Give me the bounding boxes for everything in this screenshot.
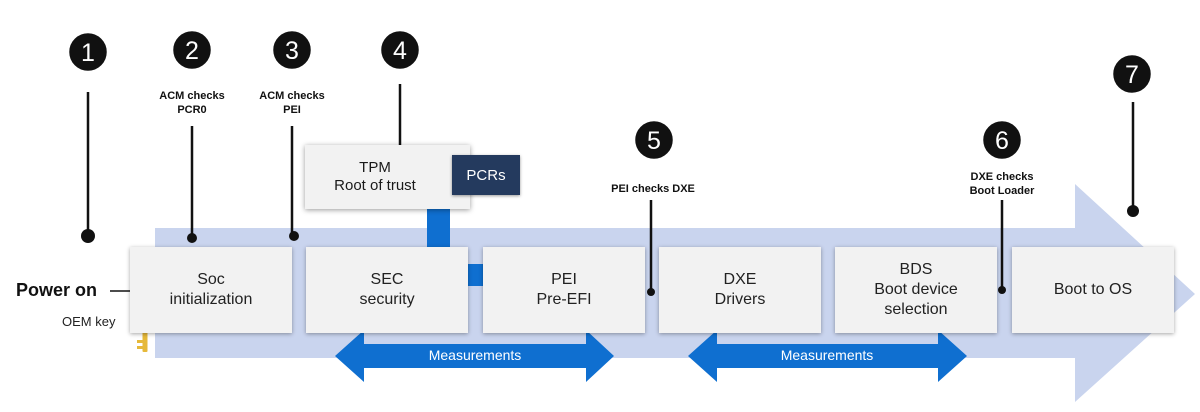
step-2-label: ACM checks PCR0 (152, 89, 232, 117)
leader-dot-6 (998, 286, 1006, 294)
step-3-label-line2: PEI (283, 104, 301, 116)
step-circle-1: 1 (66, 30, 110, 74)
leader-dots (81, 205, 1139, 296)
measurements-arrow-1 (335, 330, 614, 382)
stage-line: Soc (197, 271, 225, 288)
step-circle-2: 2 (170, 28, 214, 72)
stage-bds: BDS Boot device selection (835, 247, 997, 333)
step-circle-7: 7 (1110, 52, 1154, 96)
leader-dot-5 (647, 288, 655, 296)
step-2-label-line2: PCR0 (177, 104, 207, 116)
step-number-6: 6 (995, 127, 1009, 155)
step-number-3: 3 (285, 37, 299, 65)
step-6-label-line2: Boot Loader (969, 185, 1035, 197)
stage-pei: PEI Pre-EFI (483, 247, 645, 333)
stage-soc-initialization: Soc initialization (130, 247, 292, 333)
oem-key-label: OEM key (62, 314, 116, 329)
power-on-label: Power on (16, 280, 98, 300)
pcrs-box: PCRs (452, 155, 520, 195)
stage-line: selection (884, 301, 948, 318)
stage-dxe: DXE Drivers (659, 247, 821, 333)
stage-line: Boot to OS (1053, 281, 1133, 298)
tpm-root-of-trust-box: TPM Root of trust (305, 145, 470, 209)
leader-dot-1 (81, 229, 95, 243)
leader-dot-7 (1127, 205, 1139, 217)
step-circle-4: 4 (378, 28, 422, 72)
step-number-4: 4 (393, 37, 407, 65)
step-2-label-line1: ACM checks (159, 90, 225, 102)
stage-line: Drivers (714, 291, 766, 308)
stage-line: initialization (169, 291, 253, 308)
stage-line: Pre-EFI (536, 291, 592, 308)
measurements-label-1: Measurements (428, 347, 522, 363)
step-number-7: 7 (1125, 61, 1139, 89)
step-number-2: 2 (185, 37, 199, 65)
leader-lines (86, 84, 1135, 292)
step-circle-5: 5 (632, 118, 676, 162)
measurements-arrow-2 (688, 330, 967, 382)
stage-sec-security: SEC security (306, 247, 468, 333)
step-number-5: 5 (647, 127, 661, 155)
stage-boot-to-os: Boot to OS (1012, 247, 1174, 333)
step-5-label-line1: PEI checks DXE (611, 183, 695, 195)
step-6-label-line1: DXE checks (970, 171, 1034, 183)
step-3-label: ACM checks PEI (252, 89, 332, 117)
stage-line: SEC (370, 271, 404, 288)
stage-line: security (359, 291, 415, 308)
step-circle-3: 3 (270, 28, 314, 72)
stage-line: DXE (723, 271, 757, 288)
stage-line: BDS (899, 261, 933, 278)
stage-line: PEI (551, 271, 577, 288)
tpm-subtitle: Root of trust (334, 177, 416, 194)
step-6-label: DXE checks Boot Loader (957, 170, 1047, 198)
tpm-title: TPM (359, 159, 391, 176)
leader-dot-3 (289, 231, 299, 241)
measurements-label-2: Measurements (780, 347, 874, 363)
step-number-1: 1 (81, 39, 95, 67)
step-3-label-line1: ACM checks (259, 90, 325, 102)
step-5-label: PEI checks DXE (598, 182, 708, 196)
leader-dot-2 (187, 233, 197, 243)
step-circle-6: 6 (980, 118, 1024, 162)
stage-line: Boot device (874, 281, 958, 298)
